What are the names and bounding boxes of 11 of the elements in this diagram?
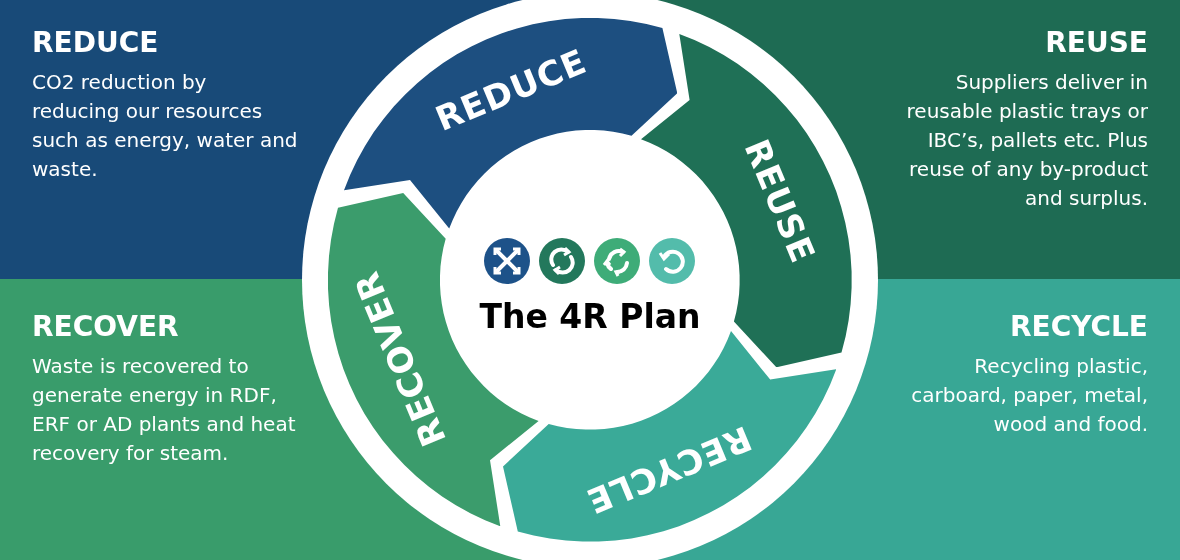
center-label: The 4R Plan bbox=[478, 297, 702, 336]
panel-heading: REUSE bbox=[1045, 26, 1148, 60]
arrow-segment bbox=[343, 18, 678, 229]
panel-description: Recycling plastic, carboard, paper, metal, wood and food. bbox=[910, 353, 1148, 438]
panel-description: Suppliers deliver in reusable plastic trays or IBC’s, pallets etc. Plus reuse of any by-product and surplus. bbox=[905, 69, 1148, 212]
panel-heading: REDUCE bbox=[32, 26, 160, 60]
panel-heading: RECOVER bbox=[32, 310, 180, 344]
panel-description: Waste is recovered to generate energy in RDF, ERF or AD plants and heat recovery for steam. bbox=[32, 353, 297, 467]
panel-description: CO2 reduction by reducing our resources such as energy, water and waste. bbox=[32, 69, 299, 183]
arrow-segment bbox=[502, 331, 837, 542]
panel-heading: RECYCLE bbox=[1009, 310, 1148, 344]
